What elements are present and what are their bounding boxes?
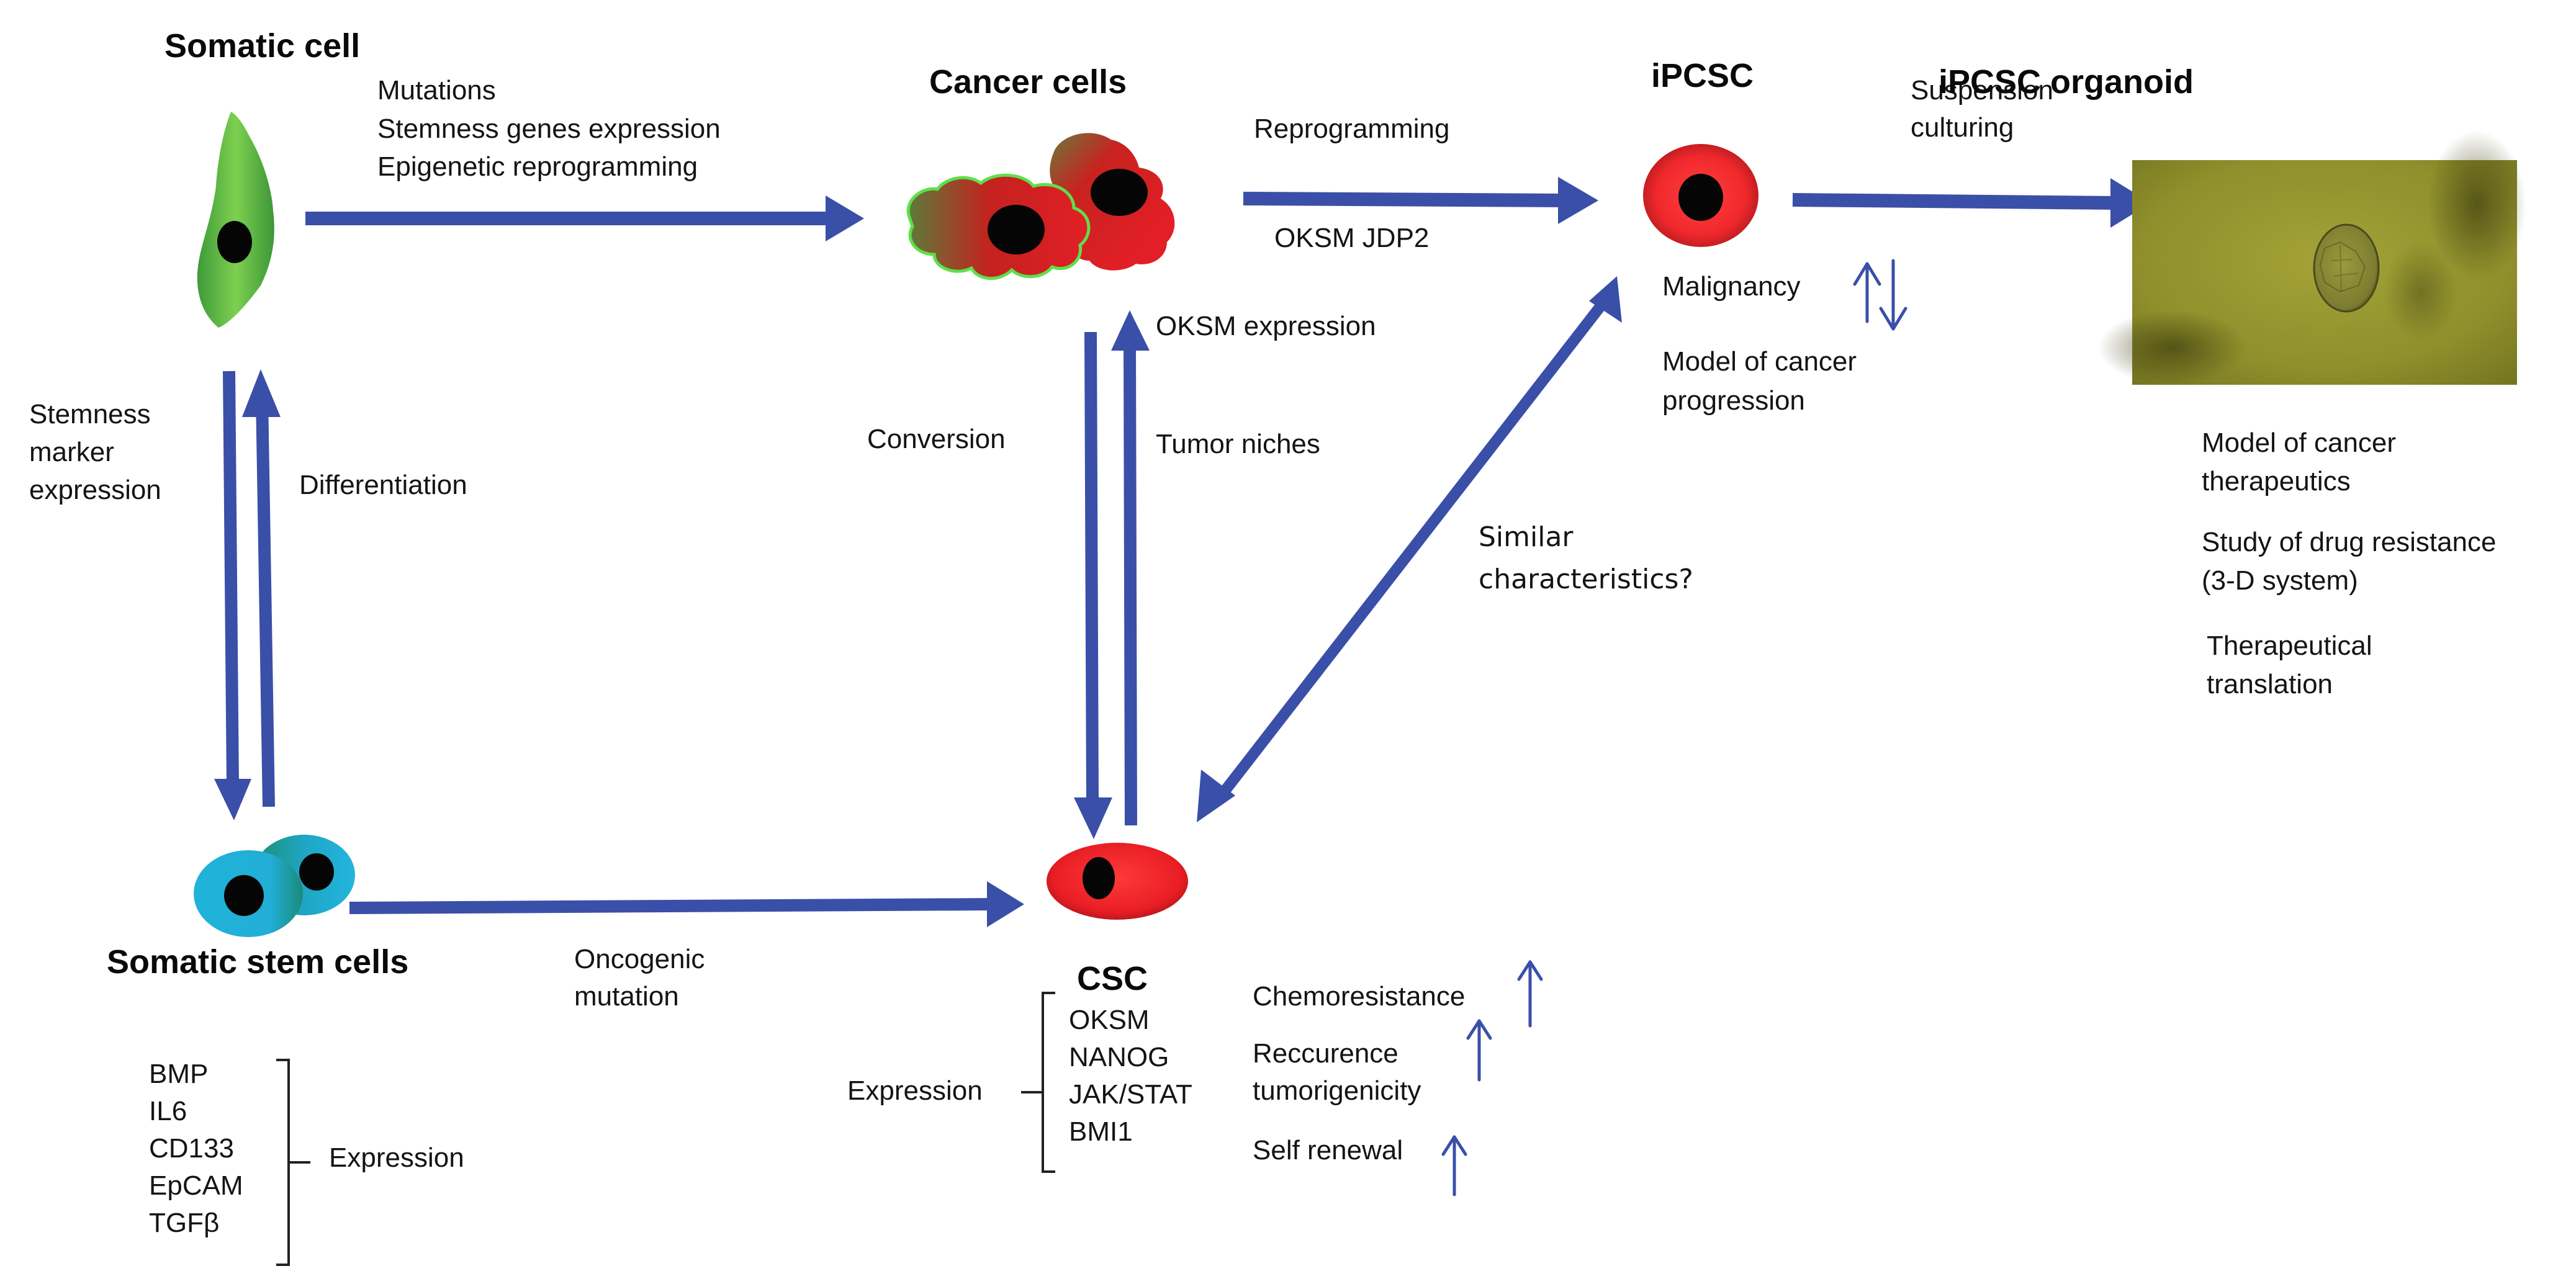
stem-marker-tgfb: TGFβ [149, 1208, 219, 1238]
edge-label-similar: Similar [1479, 521, 1574, 553]
edge-label-differentiation: Differentiation [299, 470, 467, 500]
somatic-cell-title: Somatic cell [164, 27, 360, 65]
edge-label-oksm-expression: OKSM expression [1156, 311, 1376, 341]
trait-recurrence-2: tumorigenicity [1253, 1075, 1421, 1106]
arrow-somatic-to-cancer [305, 195, 864, 241]
ipcsc-cell-icon [1643, 144, 1759, 247]
edge-label-oksm-jdp2: OKSM JDP2 [1274, 223, 1429, 253]
edge-label-culturing: culturing [1911, 112, 2014, 143]
up-down-arrows-icon [1853, 259, 1907, 331]
arrow-stem-to-csc [349, 881, 1024, 927]
note-therapeutics-1: Model of cancer [2202, 428, 2396, 458]
chemoresistance-up-arrow-icon [1517, 960, 1543, 1028]
stem-expression-label: Expression [329, 1143, 464, 1173]
ipcsc-title: iPCSC [1651, 57, 1754, 94]
note-translation-1: Therapeutical [2207, 631, 2372, 661]
arrow-csc-to-cancer [1111, 310, 1150, 826]
stem-marker-bmp: BMP [149, 1059, 208, 1089]
note-model-progression-2: progression [1662, 385, 1805, 416]
somatic-stem-cells-title: Somatic stem cells [107, 943, 408, 981]
somatic-cell-icon [197, 112, 274, 328]
edge-label-oncogenic: Oncogenic [574, 944, 705, 974]
arrow-csc-ipcsc-bidirectional [1197, 276, 1622, 822]
ipcsc-organoid-title: iPCSC organoid [1939, 63, 2194, 101]
csc-marker-nanog: NANOG [1069, 1042, 1169, 1072]
note-translation-2: translation [2207, 669, 2333, 699]
edge-label-mutation: mutation [574, 981, 679, 1012]
note-model-progression-1: Model of cancer [1662, 346, 1857, 377]
edge-label-tumor-niches: Tumor niches [1156, 429, 1320, 459]
edge-label-reprogramming: Reprogramming [1254, 114, 1449, 144]
stem-marker-cd133: CD133 [149, 1133, 234, 1164]
edge-label-characteristics: characteristics? [1479, 563, 1693, 595]
edge-label-stemness-genes: Stemness genes expression [377, 114, 721, 144]
self-renewal-up-arrow-icon [1441, 1135, 1467, 1196]
note-drug-resistance-2: (3-D system) [2202, 565, 2358, 596]
csc-marker-bmi1: BMI1 [1069, 1116, 1133, 1147]
csc-bracket [1021, 992, 1055, 1173]
csc-marker-jak-stat: JAK/STAT [1069, 1079, 1192, 1110]
stem-bracket [276, 1059, 310, 1266]
arrow-stem-to-somatic [242, 369, 281, 807]
arrow-cancer-to-ipcsc [1243, 177, 1598, 224]
trait-self-renewal: Self renewal [1253, 1135, 1403, 1165]
note-malignancy: Malignancy [1662, 271, 1801, 302]
csc-expression-label: Expression [847, 1075, 983, 1106]
note-therapeutics-2: therapeutics [2202, 466, 2351, 496]
edge-label-conversion: Conversion [867, 424, 1006, 454]
stem-marker-il6: IL6 [149, 1096, 187, 1126]
cancer-cells-icon [906, 133, 1175, 280]
stem-marker-list: BMP IL6 CD133 EpCAM TGFβ [149, 1059, 243, 1238]
edge-label-marker: marker [29, 437, 114, 467]
edge-label-suspension: Suspension [1911, 75, 2053, 106]
note-drug-resistance-1: Study of drug resistance [2202, 527, 2496, 557]
cancer-cells-title: Cancer cells [929, 63, 1127, 101]
edge-label-expression: expression [29, 475, 161, 505]
trait-chemoresistance: Chemoresistance [1253, 981, 1465, 1012]
csc-marker-oksm: OKSM [1069, 1005, 1150, 1035]
csc-title: CSC [1077, 960, 1148, 997]
edge-label-mutations: Mutations [377, 75, 496, 106]
arrow-ipcsc-to-organoid [1792, 178, 2151, 228]
trait-recurrence-1: Reccurence [1253, 1038, 1398, 1069]
arrow-somatic-to-stem [214, 370, 251, 820]
stem-marker-epcam: EpCAM [149, 1170, 243, 1201]
edge-label-epigenetic: Epigenetic reprogramming [377, 151, 698, 182]
organoid-micrograph [2098, 130, 2526, 385]
edge-label-stemness: Stemness [29, 399, 151, 429]
somatic-stem-cells-icon [194, 835, 355, 937]
csc-marker-list: OKSM NANOG JAK/STAT BMI1 [1069, 1005, 1192, 1147]
recurrence-up-arrow-icon [1466, 1019, 1492, 1082]
arrow-cancer-to-csc [1074, 331, 1112, 839]
csc-cell-icon [1047, 843, 1188, 920]
